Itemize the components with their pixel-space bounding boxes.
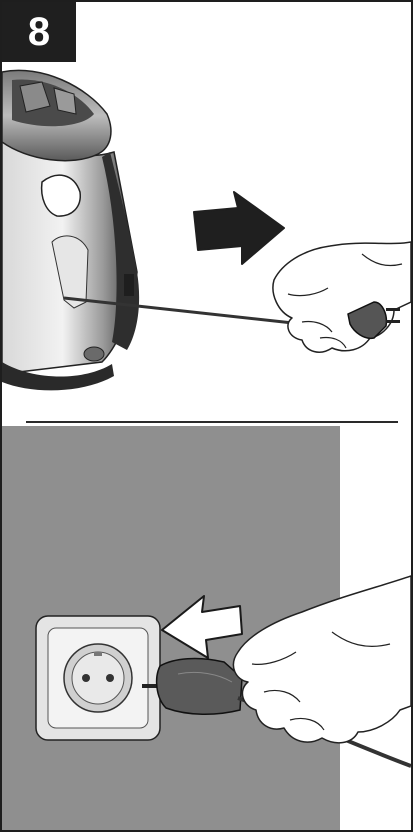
step-number-badge: 8 [2, 2, 76, 62]
top-panel [2, 2, 411, 416]
bottom-panel [2, 426, 411, 832]
arrow-right-icon [194, 192, 284, 264]
wall-socket-icon [36, 616, 160, 740]
panel-divider [26, 421, 398, 423]
hand-icon [273, 242, 411, 352]
appliance-icon [2, 70, 139, 390]
appliance-cord-illustration [2, 2, 411, 416]
socket-plug-illustration [2, 426, 411, 832]
